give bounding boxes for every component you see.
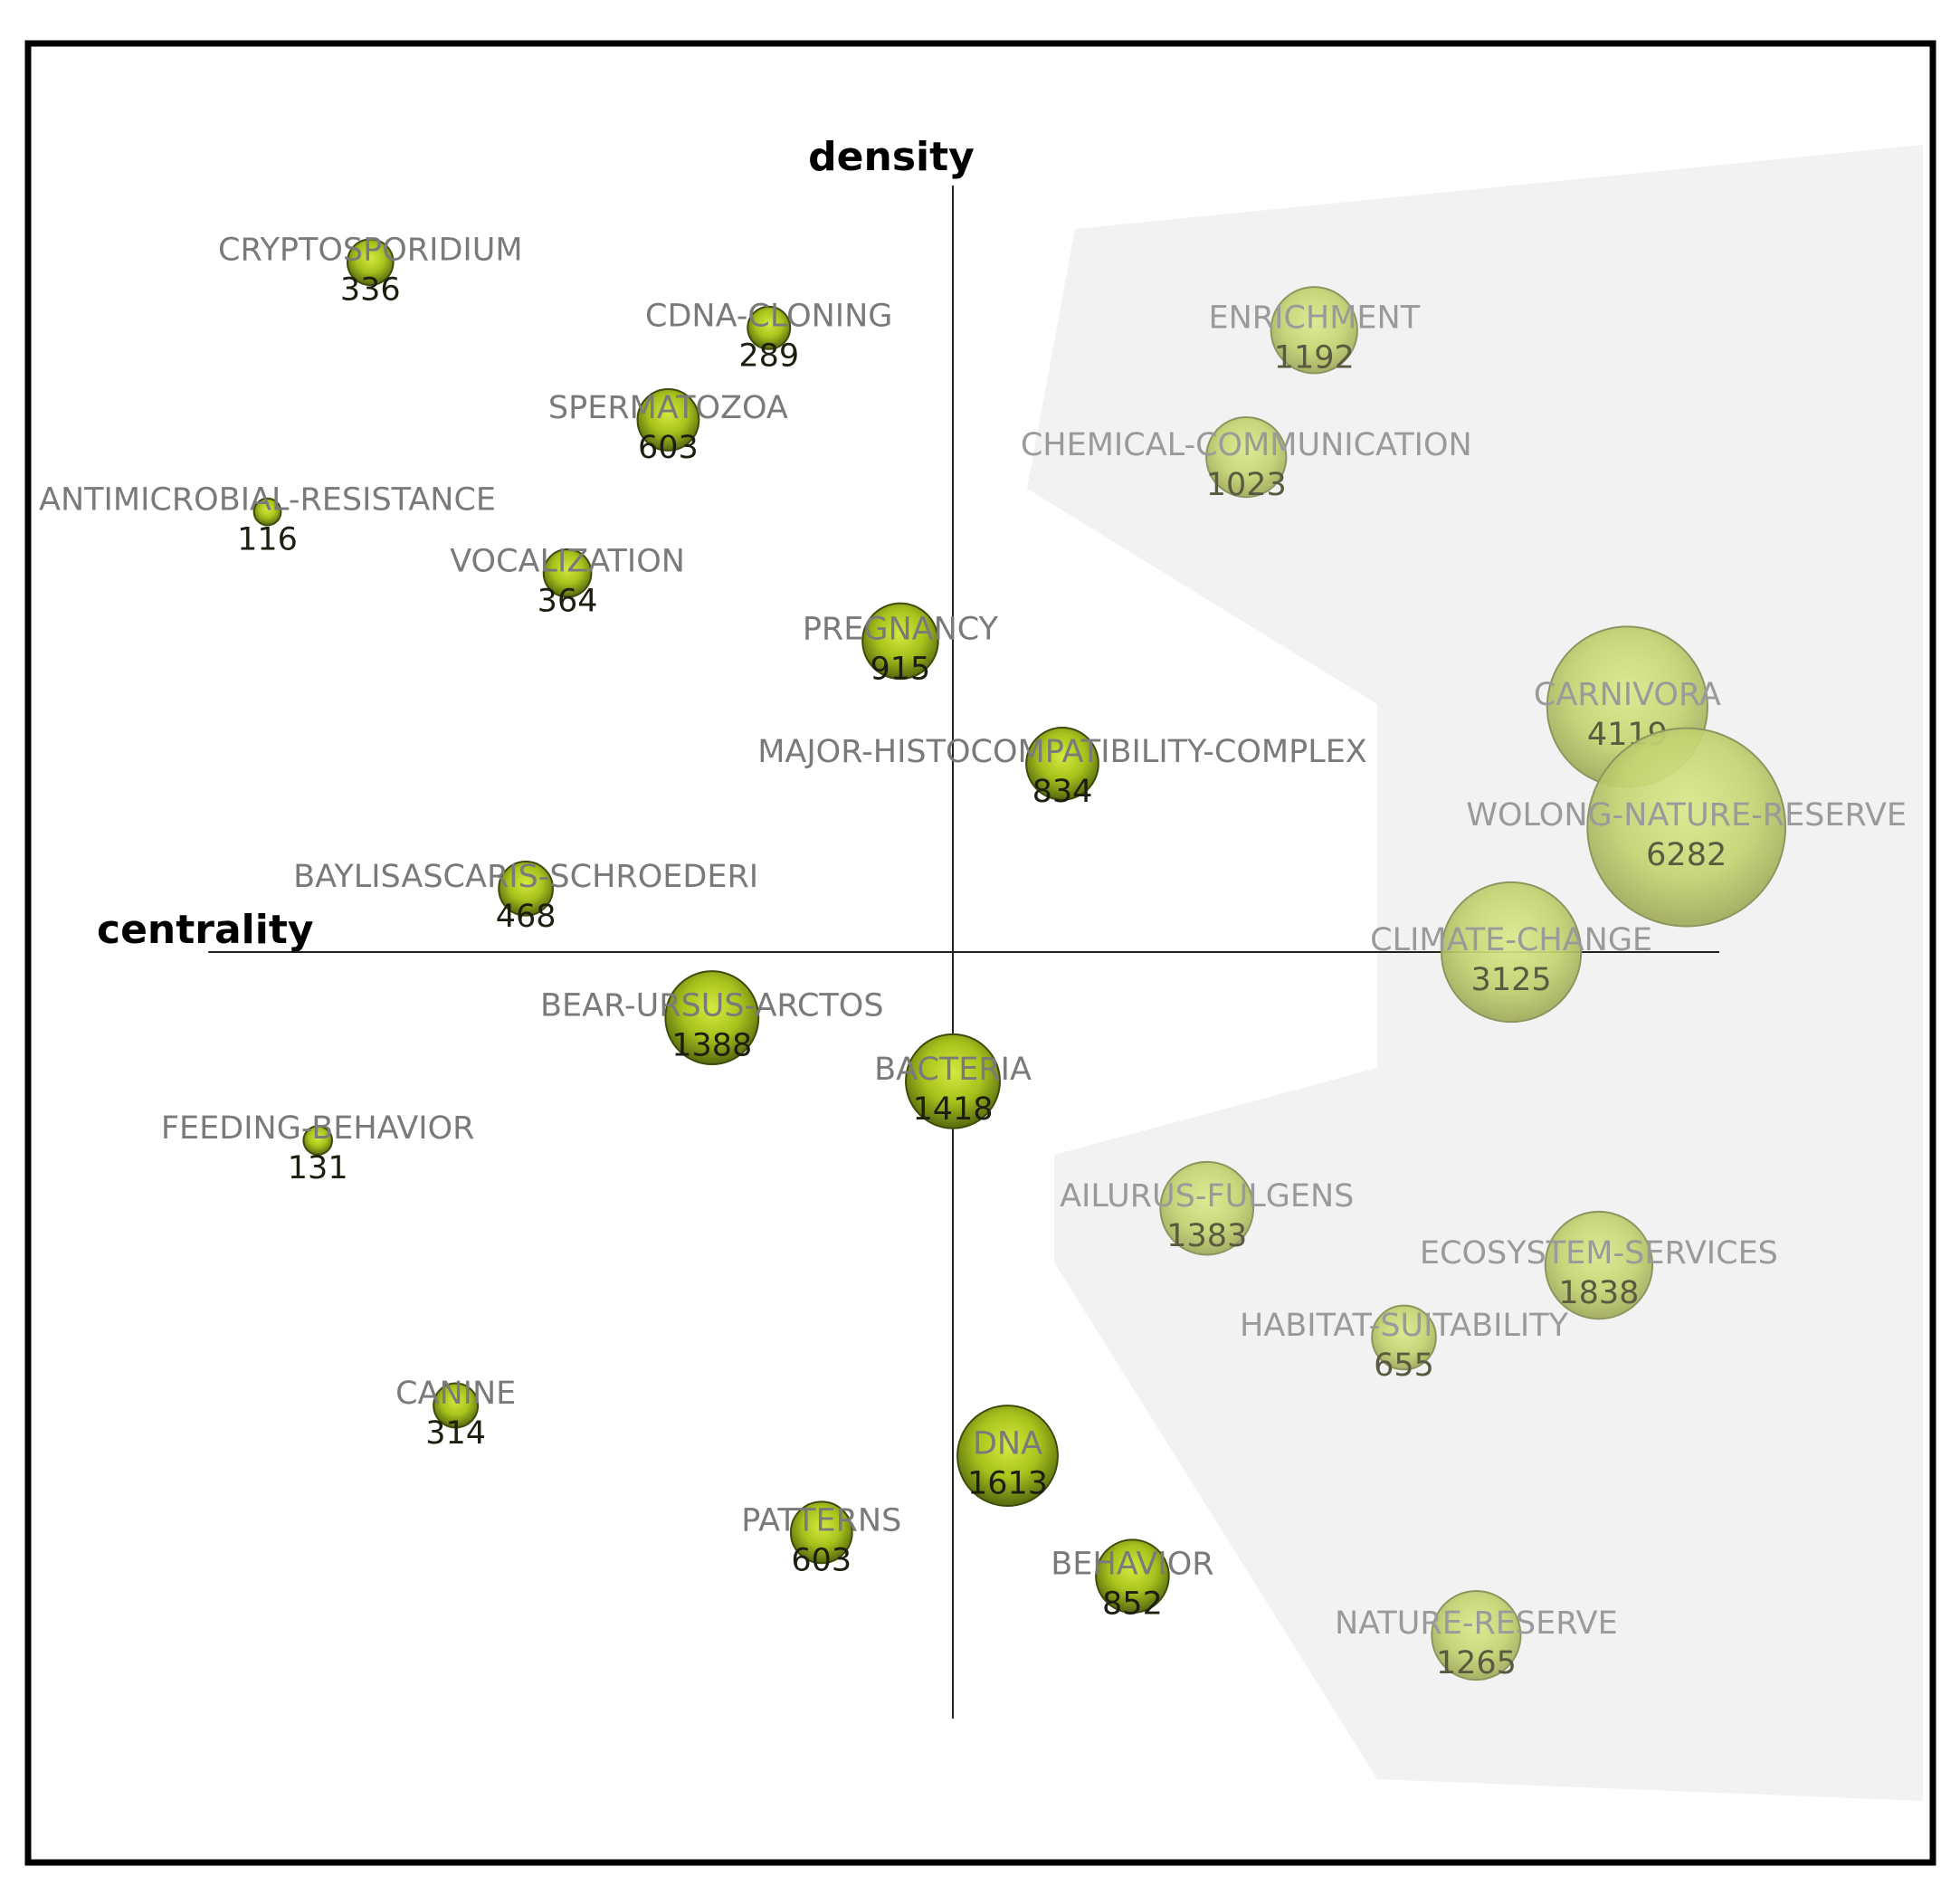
theme-value: 603 (638, 430, 699, 466)
theme-value: 131 (288, 1150, 348, 1186)
theme-bubble: HABITAT-SUITABILITY 655 (1240, 1304, 1569, 1384)
theme-bubble: BAYLISASCARIS-SCHROEDERI 468 (293, 859, 758, 935)
theme-label: BACTERIA (874, 1052, 1032, 1088)
theme-label: CHEMICAL-COMMUNICATION (1021, 427, 1472, 463)
theme-value: 655 (1374, 1348, 1434, 1384)
theme-bubble: PREGNANCY 915 (803, 602, 999, 687)
theme-label: PATTERNS (741, 1502, 901, 1538)
theme-value: 289 (738, 338, 799, 374)
bubble-circle (1431, 1589, 1522, 1681)
theme-label: BAYLISASCARIS-SCHROEDERI (293, 859, 758, 895)
bubble-circle (1440, 881, 1583, 1024)
theme-label: MAJOR-HISTOCOMPATIBILITY-COMPLEX (757, 734, 1367, 770)
bubble-circle (1270, 286, 1358, 375)
theme-label: FEEDING-BEHAVIOR (161, 1110, 475, 1147)
bubble-circle (433, 1382, 480, 1429)
theme-label: DNA (973, 1426, 1042, 1462)
theme-label: SPERMATOZOA (548, 390, 788, 426)
theme-value: 1265 (1436, 1645, 1517, 1681)
bubble-circle (346, 238, 395, 286)
theme-bubble: SPERMATOZOA 603 (548, 388, 788, 466)
theme-value: 1388 (671, 1028, 752, 1064)
bubble-circle (905, 1033, 1001, 1129)
theme-bubble: CDNA-CLONING 289 (645, 298, 892, 374)
bubble-circle (664, 970, 760, 1066)
theme-value: 116 (237, 522, 298, 558)
bubble-circle (956, 1405, 1059, 1508)
theme-label: BEHAVIOR (1051, 1547, 1213, 1583)
bubble-circle (747, 305, 792, 350)
theme-label: PREGNANCY (803, 611, 999, 647)
theme-bubble: PATTERNS 603 (741, 1500, 901, 1578)
theme-label: VOCALIZATION (450, 543, 685, 579)
theme-value: 364 (538, 583, 598, 619)
theme-bubble: WOLONG-NATURE-RESERVE 6282 (1466, 727, 1907, 928)
theme-value: 468 (496, 899, 557, 935)
bubble-circle (1544, 1210, 1654, 1320)
bubble-circle (1371, 1304, 1437, 1371)
bubble-circle (542, 548, 593, 598)
theme-bubble: AILURUS-FULGENS 1383 (1060, 1160, 1354, 1256)
theme-value: 6282 (1646, 837, 1727, 873)
theme-bubble: VOCALIZATION 364 (450, 543, 685, 619)
theme-label: CARNIVORA (1534, 677, 1721, 713)
bubble-circle (1205, 415, 1288, 499)
theme-bubble: DNA 1613 (956, 1405, 1059, 1508)
theme-value: 314 (425, 1415, 486, 1452)
theme-label: AILURUS-FULGENS (1060, 1178, 1354, 1214)
theme-label: CDNA-CLONING (645, 298, 892, 334)
theme-label: ECOSYSTEM-SERVICES (1420, 1235, 1778, 1272)
bubble-circle (302, 1125, 333, 1156)
theme-label: WOLONG-NATURE-RESERVE (1466, 797, 1907, 833)
theme-value: 336 (340, 272, 401, 309)
theme-label: ENRICHMENT (1209, 300, 1421, 337)
bubble-circle (789, 1500, 853, 1565)
theme-label: CANINE (395, 1376, 516, 1412)
theme-value: 1023 (1206, 467, 1287, 503)
theme-value: 1192 (1274, 340, 1355, 376)
bubble-circle (1095, 1538, 1170, 1614)
theme-label: ANTIMICROBIAL-RESISTANCE (39, 482, 496, 519)
theme-label: CLIMATE-CHANGE (1370, 922, 1652, 958)
bubble-circle (252, 497, 282, 527)
theme-bubble: MAJOR-HISTOCOMPATIBILITY-COMPLEX 834 (757, 727, 1367, 810)
chart-frame (24, 40, 1936, 1866)
theme-bubble: CLIMATE-CHANGE 3125 (1370, 881, 1652, 1024)
theme-label: CRYPTOSPORIDIUM (218, 233, 523, 269)
bubble-circle (498, 860, 554, 917)
x-axis-title: centrality (97, 907, 314, 953)
y-axis-title: density (808, 134, 975, 180)
theme-value: 915 (871, 651, 931, 687)
theme-value: 1383 (1166, 1218, 1247, 1254)
bubble-circle (1586, 727, 1787, 928)
bubble-circle (861, 602, 939, 681)
theme-label: NATURE-RESERVE (1335, 1605, 1618, 1642)
theme-value: 834 (1032, 774, 1093, 810)
bubble-circle (636, 388, 700, 452)
theme-label: HABITAT-SUITABILITY (1240, 1308, 1569, 1344)
bubble-circle (1159, 1160, 1255, 1256)
theme-value: 3125 (1471, 962, 1552, 998)
theme-value: 1613 (967, 1466, 1048, 1502)
bubble-circle (1025, 727, 1099, 801)
theme-bubble: BEAR-URSUS-ARCTOS 1388 (540, 970, 884, 1066)
theme-label: BEAR-URSUS-ARCTOS (540, 988, 884, 1024)
theme-value: 1418 (912, 1091, 993, 1128)
theme-bubble: CHEMICAL-COMMUNICATION 1023 (1021, 415, 1472, 503)
theme-value: 1838 (1558, 1275, 1639, 1311)
theme-value: 852 (1102, 1586, 1163, 1623)
theme-value: 603 (791, 1542, 852, 1578)
